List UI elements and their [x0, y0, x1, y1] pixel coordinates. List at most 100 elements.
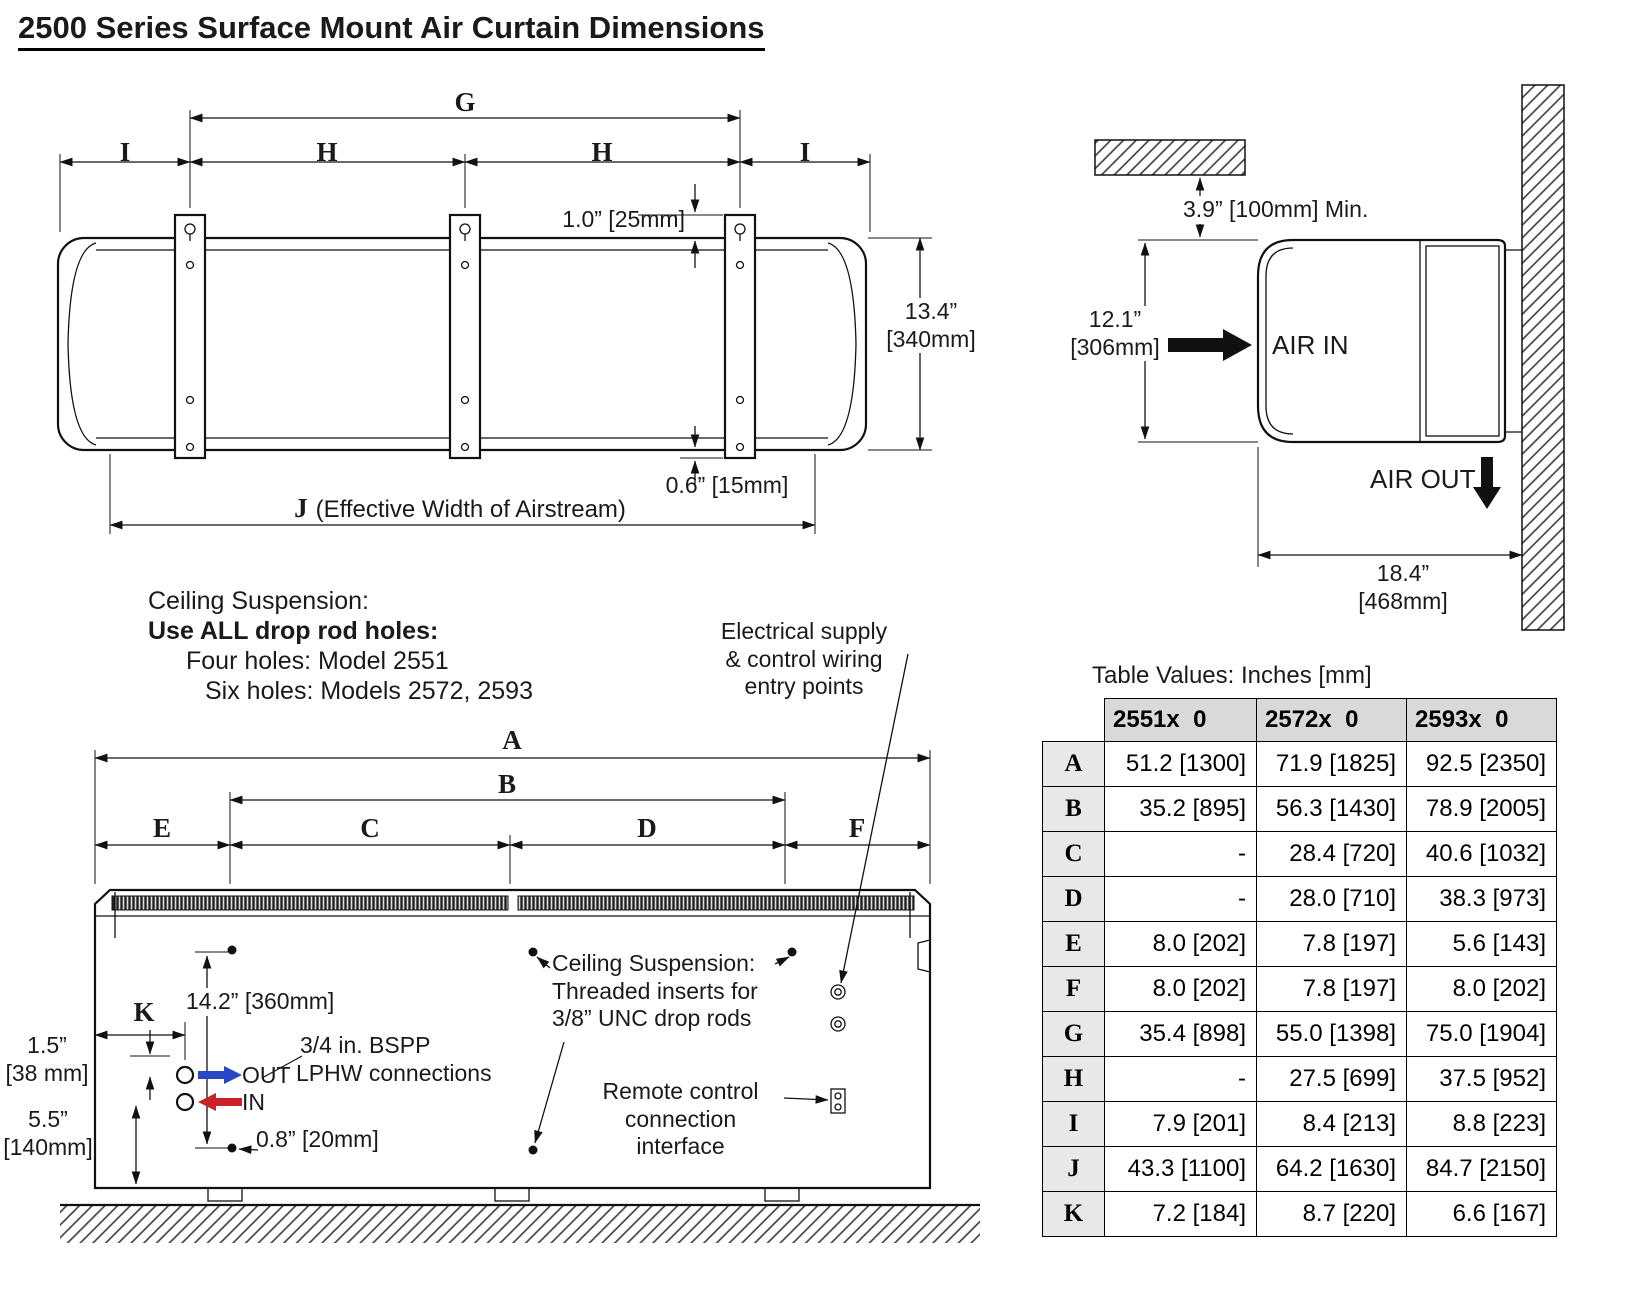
pipe-height-dim: 5.5” [140mm] [3, 1106, 93, 1160]
dim-letter-f: F [848, 813, 866, 843]
table-row: G 35.4 [898] 55.0 [1398] 75.0 [1904] [1042, 1011, 1557, 1057]
unit-cross-section [1256, 238, 1522, 444]
cell: 71.9 [1825] [1256, 741, 1407, 787]
intake-grille-right [517, 895, 915, 911]
table-row: A 51.2 [1300] 71.9 [1825] 92.5 [2350] [1042, 741, 1557, 787]
cell: 78.9 [2005] [1406, 786, 1557, 832]
dim-letter-g: G [454, 87, 476, 117]
air-in-arrow [1168, 329, 1252, 361]
table-header-row: 2551x 0 2572x 0 2593x 0 [1043, 698, 1557, 742]
ceiling-suspension-note: Ceiling Suspension: Threaded inserts for… [552, 950, 758, 1032]
row-label: D [1042, 876, 1105, 922]
cell: 64.2 [1630] [1256, 1146, 1407, 1192]
dim-letter-j: J [294, 493, 308, 523]
out-arrow [198, 1066, 242, 1084]
cell: 51.2 [1300] [1104, 741, 1257, 787]
row-label: A [1042, 741, 1105, 787]
hole-gap-dim: 0.6” [15mm] [665, 472, 789, 498]
row-label: G [1042, 1011, 1105, 1057]
table-row: I 7.9 [201] 8.4 [213] 8.8 [223] [1042, 1101, 1557, 1147]
dim-letter-b: B [497, 769, 516, 799]
suspension-note-line3: Four holes: Model 2551 [186, 647, 449, 675]
out-label: OUT [242, 1062, 291, 1088]
dim-letter-c: C [360, 813, 380, 843]
cell: 55.0 [1398] [1256, 1011, 1407, 1057]
dim-letter-i-left: I [119, 137, 131, 167]
dim-letter-h-right: H [591, 137, 613, 167]
table-row: F 8.0 [202] 7.8 [197] 8.0 [202] [1042, 966, 1557, 1012]
pipe-offset-dim: 1.5” [38 mm] [5, 1032, 89, 1086]
table-row: D - 28.0 [710] 38.3 [973] [1042, 876, 1557, 922]
suspension-note-line1: Ceiling Suspension: [148, 587, 369, 615]
row-label: J [1042, 1146, 1105, 1192]
mounting-bracket-middle [448, 213, 482, 460]
floor-hatch [60, 1203, 980, 1243]
suspension-note-line2: Use ALL drop rod holes: [148, 617, 439, 645]
cell: 8.4 [213] [1256, 1101, 1407, 1147]
dimension-lines [94, 753, 931, 1185]
row-label: H [1042, 1056, 1105, 1102]
cell: 38.3 [973] [1406, 876, 1557, 922]
side-height-dim: 12.1” [306mm] [1062, 306, 1168, 362]
mounting-bracket-left [173, 213, 207, 460]
dim-letter-a: A [502, 725, 522, 755]
airstream-width-dim: J (Effective Width of Airstream) [260, 492, 660, 525]
cell: 8.0 [202] [1104, 921, 1257, 967]
hole-offset-dim: 0.8” [20mm] [256, 1126, 379, 1152]
cell: - [1104, 831, 1257, 877]
row-label: B [1042, 786, 1105, 832]
cell: 56.3 [1430] [1256, 786, 1407, 832]
table-row: E 8.0 [202] 7.8 [197] 5.6 [143] [1042, 921, 1557, 967]
table-row: J 43.3 [1100] 64.2 [1630] 84.7 [2150] [1042, 1146, 1557, 1192]
cell: 92.5 [2350] [1406, 741, 1557, 787]
lphw-connections [175, 1065, 242, 1112]
cell: 8.7 [220] [1256, 1191, 1407, 1237]
column-header-2593: 2593x 0 [1406, 698, 1557, 742]
cell: 7.9 [201] [1104, 1101, 1257, 1147]
remote-note: Remote control connection interface [602, 1078, 759, 1160]
mounting-bracket-right [723, 213, 757, 460]
dimension-extension-lines [1138, 239, 1259, 567]
dim-letter-k: K [133, 997, 155, 1027]
cell: 28.0 [710] [1256, 876, 1407, 922]
cell: 5.6 [143] [1406, 921, 1557, 967]
row-label: E [1042, 921, 1105, 967]
wall-hatch [1521, 84, 1565, 631]
cell: 37.5 [952] [1406, 1056, 1557, 1102]
in-label: IN [242, 1089, 265, 1115]
front-view-drawing [56, 110, 932, 534]
in-arrow [198, 1093, 242, 1111]
air-out-arrow [1473, 457, 1501, 509]
intake-grille-left [111, 895, 509, 911]
row-label: I [1042, 1101, 1105, 1147]
cell: 8.0 [202] [1406, 966, 1557, 1012]
cell: 8.0 [202] [1104, 966, 1257, 1012]
feet [207, 1187, 800, 1202]
rod-vertical-dim: 14.2” [360mm] [183, 988, 338, 1016]
cell: 35.4 [898] [1104, 1011, 1257, 1057]
row-label: C [1042, 831, 1105, 877]
table-row: K 7.2 [184] 8.7 [220] 6.6 [167] [1042, 1191, 1557, 1237]
air-out-label: AIR OUT [1370, 464, 1476, 494]
leader-lines [238, 653, 909, 1154]
cell: 7.2 [184] [1104, 1191, 1257, 1237]
airstream-width-desc: (Effective Width of Airstream) [315, 496, 626, 523]
table-title: Table Values: Inches [mm] [1092, 662, 1372, 689]
dimensions-table: 2551x 0 2572x 0 2593x 0 A 51.2 [1300] 71… [1042, 698, 1557, 1237]
depth-dim: 18.4” [468mm] [1338, 560, 1468, 616]
row-label: K [1042, 1191, 1105, 1237]
dim-letter-e: E [152, 813, 171, 843]
unit-height-dim: 13.4” [340mm] [878, 298, 984, 354]
dimension-lines [59, 113, 925, 530]
dim-letter-h-left: H [316, 137, 338, 167]
remote-connector [830, 1088, 846, 1114]
air-in-label: AIR IN [1272, 330, 1349, 360]
lphw-label: LPHW connections [296, 1060, 492, 1086]
column-header-2551: 2551x 0 [1104, 698, 1257, 742]
bottom-view-drawing [60, 653, 980, 1243]
page-title: 2500 Series Surface Mount Air Curtain Di… [18, 10, 765, 51]
electrical-note: Electrical supply & control wiring entry… [720, 618, 888, 700]
cell: - [1104, 1056, 1257, 1102]
cell: 75.0 [1904] [1406, 1011, 1557, 1057]
